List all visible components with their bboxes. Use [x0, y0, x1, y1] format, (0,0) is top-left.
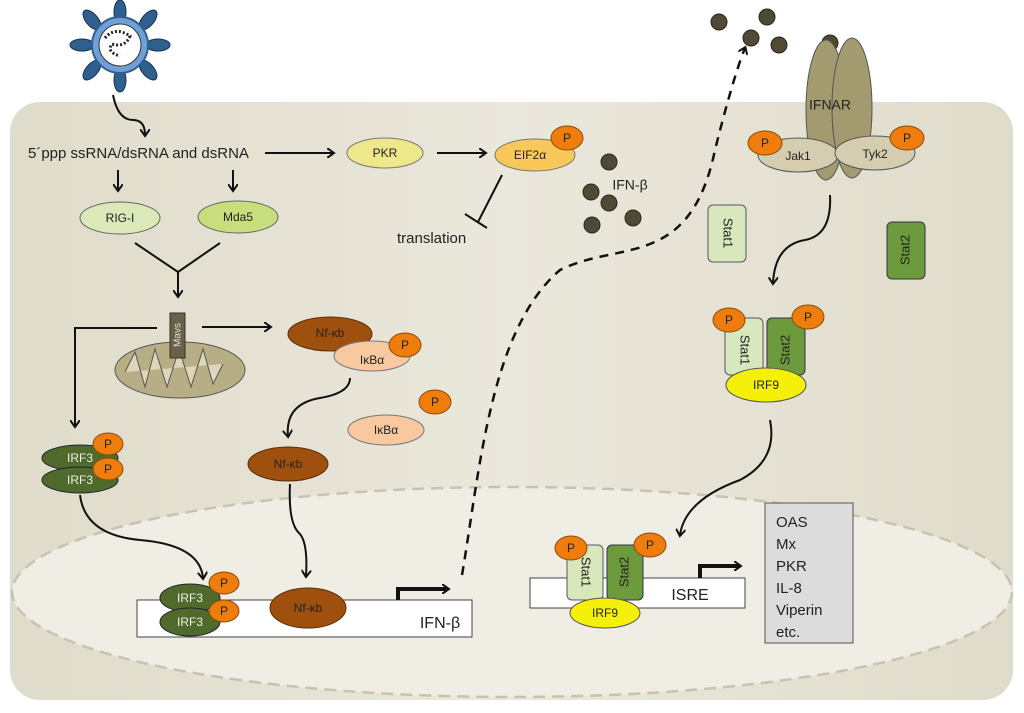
arrow-irf3-to-nucleus: [79, 494, 203, 578]
stat1-label: Stat1: [738, 335, 753, 365]
phosphate-label: P: [104, 437, 112, 451]
phosphate-label: P: [725, 313, 733, 327]
rigi-label: RIG-I: [106, 211, 135, 225]
phosphate-label: P: [903, 131, 911, 145]
phosphate-label: P: [567, 541, 575, 555]
phosphate-label: P: [761, 136, 769, 150]
irf9-label: IRF9: [592, 606, 618, 620]
nfkb-bound-node: [269, 587, 347, 629]
stat2-label: Stat2: [777, 335, 792, 365]
mavs-label: Mavs: [173, 323, 184, 347]
isre-label: ISRE: [671, 587, 708, 604]
rigi-node: [79, 201, 161, 235]
phosphate: [208, 599, 240, 623]
irf3-label: IRF3: [67, 473, 93, 487]
irf9-node: [725, 367, 807, 403]
irf3-dimer-cytoplasm: IRF3 IRF3 P P: [41, 432, 124, 494]
isg-item: etc.: [776, 624, 800, 641]
stat1-free-node: [707, 204, 747, 263]
stat2-label: Stat2: [897, 235, 912, 265]
phosphate-label: P: [104, 462, 112, 476]
phosphate-tyk2: [889, 125, 925, 151]
inhibition-bar: [464, 213, 488, 229]
isg-item: PKR: [776, 558, 807, 575]
eif2a-label: EIF2α: [514, 148, 546, 162]
nfkb-complex-node: [287, 316, 373, 352]
nfkb-label: Nf-κb: [294, 601, 323, 615]
phosphate-label: P: [220, 604, 228, 618]
nfkb-free-node: [247, 446, 329, 482]
promoter-arrow-ifnb: [396, 589, 448, 600]
nfkb-label: Nf-κb: [274, 457, 303, 471]
phosphate: [554, 535, 588, 561]
phosphate-eif2a: [550, 125, 584, 151]
irf3-label: IRF3: [177, 615, 203, 629]
irf9-label: IRF9: [753, 378, 779, 392]
phosphate-label: P: [431, 395, 439, 409]
stat2-label: Stat2: [616, 557, 631, 587]
translation-label: translation: [397, 230, 466, 247]
phosphate-label: P: [220, 576, 228, 590]
isg-list-box: [764, 502, 854, 644]
isg-item: IL-8: [776, 580, 802, 597]
irf3-label: IRF3: [177, 591, 203, 605]
stat1-label: Stat1: [579, 557, 594, 587]
stat2-free-node: [886, 221, 926, 280]
rna-label: 5´ppp ssRNA/dsRNA and dsRNA: [28, 145, 249, 162]
phosphate-label: P: [646, 538, 654, 552]
pkr-label: PKR: [373, 146, 398, 160]
stat2-bound-node: [606, 544, 644, 601]
nucleus: [10, 485, 1014, 699]
mavs-node: [169, 312, 186, 359]
mda5-label: Mda5: [223, 210, 253, 224]
tyk2-label: Tyk2: [862, 147, 888, 161]
ifnar-label: IFNAR: [809, 97, 851, 113]
ikba-label: IκBα: [374, 423, 398, 437]
irf3-label: IRF3: [67, 451, 93, 465]
phosphate-jak1: [747, 130, 783, 156]
arrow-to-isgf3: [773, 194, 832, 283]
ikba-free-node: [347, 414, 425, 446]
arrow-nfkb-release: [288, 377, 351, 436]
phosphate-free: [418, 389, 452, 415]
pkr-node: [346, 137, 424, 169]
phosphate: [712, 307, 746, 333]
virus-icon: [69, 0, 171, 93]
phosphate: [208, 571, 240, 595]
ikba-label: IκBα: [360, 353, 384, 367]
eif2a-node: [494, 138, 576, 172]
jak1-label: Jak1: [785, 149, 811, 163]
phosphate: [791, 304, 825, 330]
arrow-nfkb-to-nucleus: [288, 483, 307, 576]
stat1-label: Stat1: [721, 218, 736, 248]
inhibition-line: [477, 174, 503, 223]
nfkb-label: Nf-κb: [316, 326, 345, 340]
isg-item: Viperin: [776, 602, 822, 619]
isg-item: Mx: [776, 536, 796, 553]
phosphate-label: P: [804, 310, 812, 324]
phosphate-label: P: [401, 338, 409, 352]
mda5-node: [197, 200, 279, 234]
phosphate-label: P: [563, 131, 571, 145]
phosphate-ikba: [388, 332, 422, 358]
entry-arrow: [112, 94, 145, 135]
promoter-arrow-isre: [698, 566, 740, 578]
irf9-bound-node: [569, 597, 641, 629]
isg-item: OAS: [776, 514, 808, 531]
phosphate: [633, 532, 667, 558]
arrow-isgf3-to-nucleus: [680, 419, 773, 535]
ifn-beta-label: IFN-β: [612, 177, 647, 193]
ifnb-gene-label: IFN-β: [420, 615, 460, 632]
arrow-to-irf3: [75, 327, 157, 426]
ifn-beta-molecules: [582, 153, 642, 234]
